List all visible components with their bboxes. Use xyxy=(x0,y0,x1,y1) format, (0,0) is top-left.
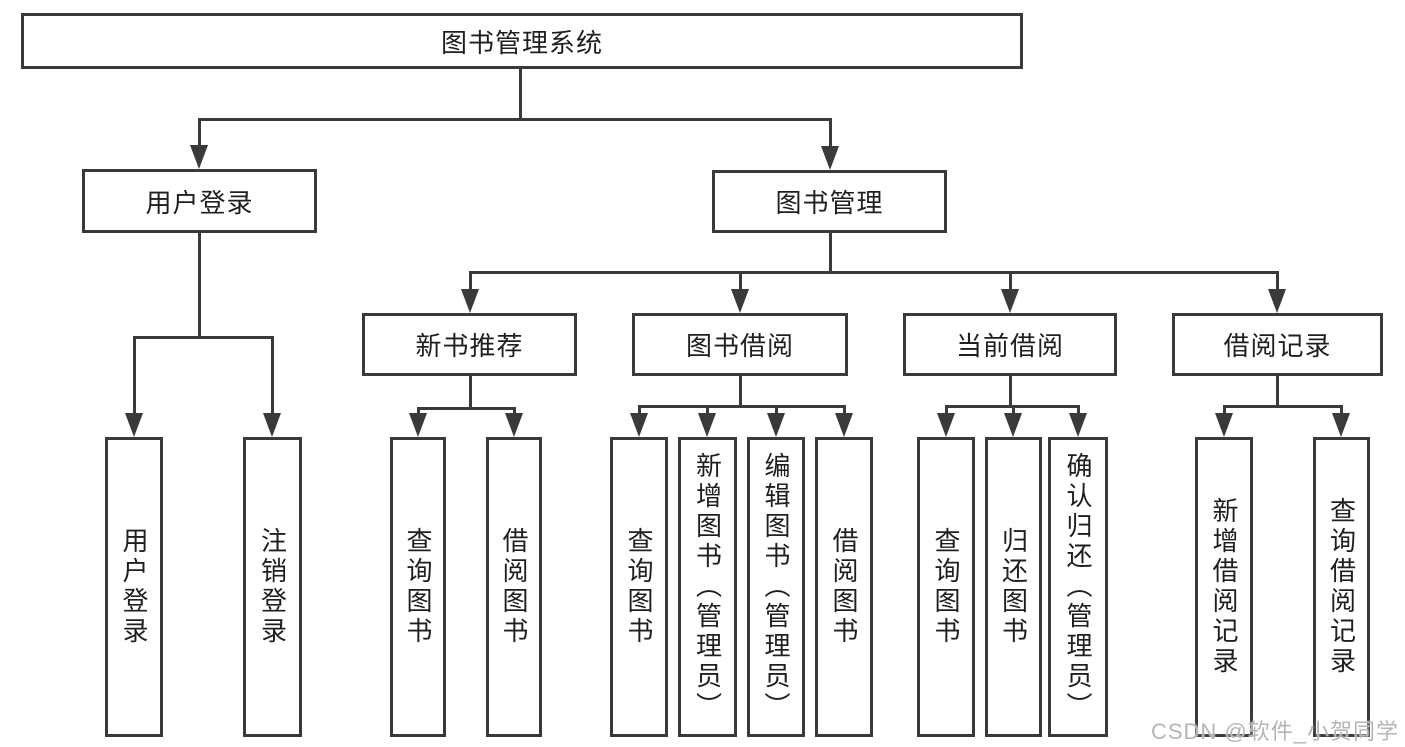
node-label-rec-query-books: 查询图书 xyxy=(403,527,433,647)
node-label-bb-query-books: 查询图书 xyxy=(624,527,654,647)
connector-segment xyxy=(1008,376,1012,406)
arrow-shaft xyxy=(270,337,274,417)
arrow-head-icon xyxy=(835,413,853,437)
node-rec-query-books: 查询图书 xyxy=(390,437,446,737)
node-leaf-logout-login: 注销登录 xyxy=(243,437,302,737)
arrow-head-icon xyxy=(937,413,955,437)
node-bb-edit-books-admin: 编辑图书（管理员） xyxy=(747,437,805,737)
arrow-shaft xyxy=(1275,272,1279,293)
node-label-bb-borrow-books: 借阅图书 xyxy=(829,527,859,647)
arrow-head-icon xyxy=(263,413,281,437)
arrow-shaft xyxy=(1222,406,1226,417)
arrow-shaft xyxy=(738,272,742,293)
arrow-shaft xyxy=(637,406,641,417)
connector-segment xyxy=(197,233,201,337)
arrow-head-icon xyxy=(698,413,716,437)
connector-segment xyxy=(1222,404,1343,408)
node-cb-confirm-return: 确认归还（管理员） xyxy=(1048,437,1108,737)
node-label-user-login: 用户登录 xyxy=(145,187,254,218)
node-leaf-user-login: 用户登录 xyxy=(105,437,163,737)
node-label-new-book-recommend: 新书推荐 xyxy=(415,331,524,361)
arrow-head-icon xyxy=(1001,289,1019,313)
watermark-text: CSDN @软件_小贺同学 xyxy=(1150,719,1399,744)
arrow-head-icon xyxy=(821,146,839,170)
connector-segment xyxy=(738,376,742,406)
arrow-head-icon xyxy=(1004,413,1022,437)
arrow-shaft xyxy=(842,406,846,417)
node-cb-query-books: 查询图书 xyxy=(917,437,975,737)
arrow-shaft xyxy=(705,406,709,417)
node-label-cb-query-books: 查询图书 xyxy=(931,527,961,647)
arrow-head-icon xyxy=(190,145,208,169)
arrow-head-icon xyxy=(461,289,479,313)
node-rec-borrow-books: 借阅图书 xyxy=(486,437,542,737)
arrow-head-icon xyxy=(1069,413,1087,437)
node-label-rec-borrow-books: 借阅图书 xyxy=(499,527,529,647)
arrow-head-icon xyxy=(767,413,785,437)
node-label-root: 图书管理系统 xyxy=(440,27,603,58)
connector-segment xyxy=(132,335,274,339)
node-br-query-borrow-record: 查询借阅记录 xyxy=(1313,437,1370,737)
node-user-login: 用户登录 xyxy=(82,169,317,233)
node-label-book-borrowing: 图书借阅 xyxy=(685,331,794,361)
node-label-bb-edit-books-admin: 编辑图书（管理员） xyxy=(761,452,791,722)
arrow-shaft xyxy=(1339,406,1343,417)
node-borrowing-records: 借阅记录 xyxy=(1172,313,1383,376)
arrow-shaft xyxy=(1011,406,1015,417)
arrow-head-icon xyxy=(505,413,523,437)
node-book-borrowing: 图书借阅 xyxy=(632,313,848,376)
arrow-head-icon xyxy=(125,413,143,437)
arrow-head-icon xyxy=(409,413,427,437)
arrow-shaft xyxy=(774,406,778,417)
connector-segment xyxy=(416,406,516,410)
arrow-shaft xyxy=(1076,406,1080,417)
node-label-bb-add-books-admin: 新增图书（管理员） xyxy=(692,452,723,722)
node-bb-borrow-books: 借阅图书 xyxy=(815,437,873,737)
node-cb-return-books: 归还图书 xyxy=(985,437,1042,737)
connector-segment xyxy=(828,233,832,272)
node-book-management: 图书管理 xyxy=(712,170,947,233)
node-label-br-add-borrow-record: 新增借阅记录 xyxy=(1209,497,1239,677)
arrow-shaft xyxy=(944,406,948,417)
arrow-head-icon xyxy=(1332,413,1350,437)
node-current-borrowing: 当前借阅 xyxy=(903,313,1117,376)
node-label-cb-confirm-return: 确认归还（管理员） xyxy=(1063,452,1093,722)
node-label-leaf-logout-login: 注销登录 xyxy=(257,527,288,647)
connector-segment xyxy=(637,404,846,408)
arrow-head-icon xyxy=(1215,413,1233,437)
arrow-head-icon xyxy=(1268,289,1286,313)
arrow-shaft xyxy=(1008,272,1012,293)
connector-segment xyxy=(197,117,832,121)
arrow-head-icon xyxy=(630,413,648,437)
arrow-shaft xyxy=(416,408,420,417)
connector-segment xyxy=(468,270,1279,274)
arrow-shaft xyxy=(828,119,832,150)
node-new-book-recommend: 新书推荐 xyxy=(362,313,577,376)
node-label-borrowing-records: 借阅记录 xyxy=(1223,331,1332,361)
node-label-current-borrowing: 当前借阅 xyxy=(955,331,1064,361)
arrow-shaft xyxy=(132,337,136,417)
node-label-leaf-user-login: 用户登录 xyxy=(119,527,149,647)
node-label-cb-return-books: 归还图书 xyxy=(998,527,1029,647)
node-bb-query-books: 查询图书 xyxy=(610,437,668,737)
node-bb-add-books-admin: 新增图书（管理员） xyxy=(678,437,737,737)
arrow-shaft xyxy=(468,272,472,293)
arrow-shaft xyxy=(512,408,516,417)
node-label-br-query-borrow-record: 查询借阅记录 xyxy=(1326,497,1357,677)
connector-segment xyxy=(468,376,472,408)
node-root: 图书管理系统 xyxy=(21,13,1023,69)
connector-segment xyxy=(518,69,522,119)
node-br-add-borrow-record: 新增借阅记录 xyxy=(1195,437,1253,737)
connector-segment xyxy=(1275,376,1279,406)
arrow-head-icon xyxy=(731,289,749,313)
node-label-book-management: 图书管理 xyxy=(775,188,884,218)
arrow-shaft xyxy=(197,119,201,149)
